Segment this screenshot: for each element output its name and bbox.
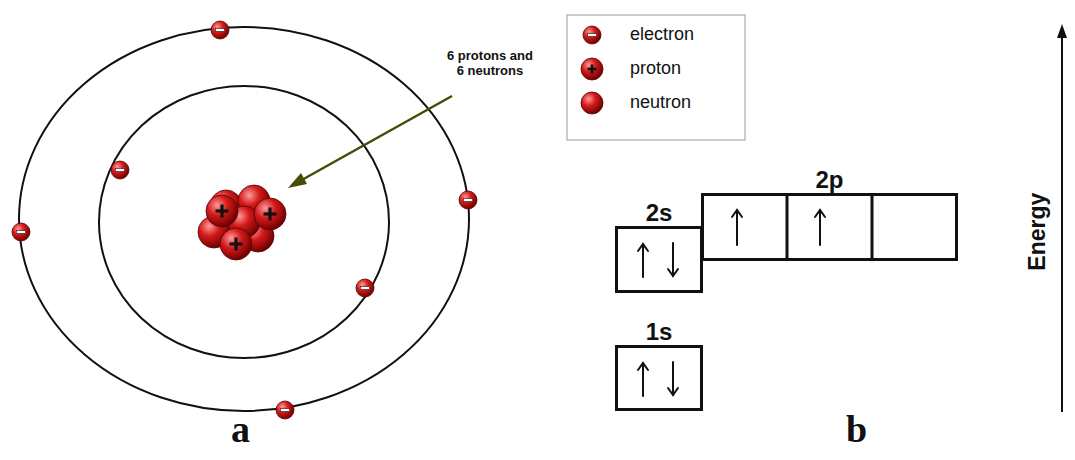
orbital-label: 2p	[684, 167, 975, 193]
illustration-part	[732, 210, 742, 217]
axis-label: Energy	[1025, 193, 1050, 271]
callout-arrow	[288, 96, 452, 188]
illustration-part	[206, 195, 238, 227]
energy-axis	[1057, 24, 1067, 412]
orbital-box: 2p	[701, 193, 958, 261]
electrons	[12, 21, 477, 419]
illustration-part	[276, 401, 294, 419]
illustration-part	[211, 21, 229, 39]
illustration-part	[19, 27, 469, 411]
orbital-box: 1s	[615, 345, 703, 411]
nucleus	[198, 185, 286, 260]
illustration-part	[642, 244, 644, 277]
illustration-part	[1061, 36, 1063, 412]
orbital-label: 1s	[598, 319, 720, 345]
spin-arrows	[638, 210, 825, 396]
illustration-part	[642, 363, 644, 396]
orbital-box: 2s	[615, 226, 703, 293]
panel-letter: b	[846, 409, 867, 451]
illustration-part	[672, 362, 674, 395]
illustration-part	[220, 228, 252, 260]
illustration-part	[1057, 24, 1067, 38]
illustration-part	[581, 92, 603, 114]
illustration-part	[819, 210, 821, 245]
illustration-part	[111, 161, 129, 179]
illustration-part	[288, 173, 307, 188]
orbit-rings	[19, 27, 469, 411]
legend-text: proton	[630, 59, 681, 79]
illustration-part	[581, 58, 603, 80]
illustration-part	[567, 15, 745, 140]
orbital-dividers	[787, 193, 872, 261]
illustration-part	[668, 388, 678, 395]
illustration-part	[356, 279, 374, 297]
panel-letter: a	[231, 409, 250, 451]
orbital-label: 2s	[598, 200, 720, 226]
legend-text: neutron	[630, 93, 691, 113]
illustration-part	[459, 191, 477, 209]
illustration-part	[672, 243, 674, 276]
legend-text: electron	[630, 25, 694, 45]
illustration-part	[254, 198, 286, 230]
illustration-part	[99, 86, 389, 358]
illustration-part	[786, 193, 789, 261]
illustration-part	[668, 269, 678, 276]
illustration-part	[736, 210, 738, 245]
illustration-part	[815, 210, 825, 217]
illustration-part	[638, 363, 648, 370]
legend-frame	[567, 15, 745, 140]
illustration-part	[871, 193, 874, 261]
illustration-part	[12, 223, 30, 241]
illustration-part	[638, 244, 648, 251]
callout-text: 6 protons and 6 neutrons	[444, 49, 536, 79]
illustration-part	[583, 26, 601, 44]
illustration-part	[300, 96, 452, 181]
